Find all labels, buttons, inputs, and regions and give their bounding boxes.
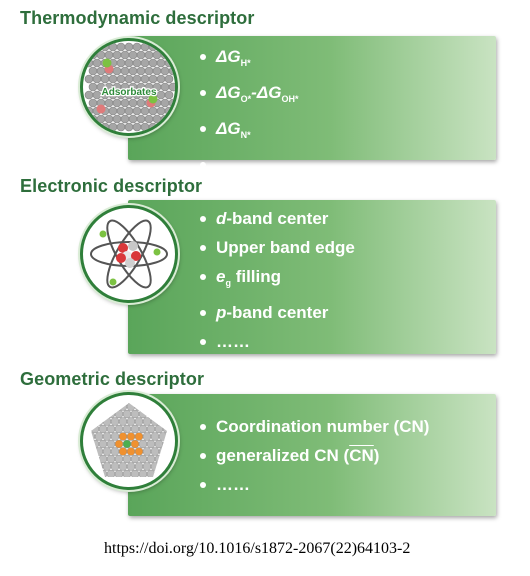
section-title-geometric: Geometric descriptor <box>20 369 205 389</box>
thermodynamic-panel: ΔGH* ΔGO*-ΔGOH* ΔGN* …… <box>128 36 496 174</box>
list-item: ΔGH* <box>200 42 298 78</box>
atom-icon <box>80 205 178 303</box>
list-item: …… <box>200 150 298 179</box>
adsorbates-slab-icon: Adsorbates <box>80 38 178 136</box>
list-item: Coordination number (CN) <box>200 412 429 441</box>
section-title-thermodynamic: Thermodynamic descriptor <box>20 8 255 28</box>
doi-citation: https://doi.org/10.1016/s1872-2067(22)64… <box>104 540 411 557</box>
geometric-panel: Coordination number (CN) generalized CN … <box>128 394 496 516</box>
electronic-panel: d-band center Upper band edge eg filling… <box>128 200 496 354</box>
geometric-list: Coordination number (CN) generalized CN … <box>200 412 429 499</box>
section-title-electronic: Electronic descriptor <box>20 176 203 196</box>
list-item: generalized CN (CN) <box>200 441 429 470</box>
list-item: …… <box>200 470 429 499</box>
list-item: ΔGN* <box>200 114 298 150</box>
nanoparticle-icon <box>80 392 178 490</box>
electronic-list: d-band center Upper band edge eg filling… <box>200 204 355 356</box>
list-item: eg filling <box>200 262 355 298</box>
adsorbates-label: Adsorbates <box>101 87 156 98</box>
list-item: p-band center <box>200 298 355 327</box>
list-item: d-band center <box>200 204 355 233</box>
thermodynamic-list: ΔGH* ΔGO*-ΔGOH* ΔGN* …… <box>200 42 298 179</box>
list-item: ΔGO*-ΔGOH* <box>200 78 298 114</box>
list-item: …… <box>200 327 355 356</box>
list-item: Upper band edge <box>200 233 355 262</box>
